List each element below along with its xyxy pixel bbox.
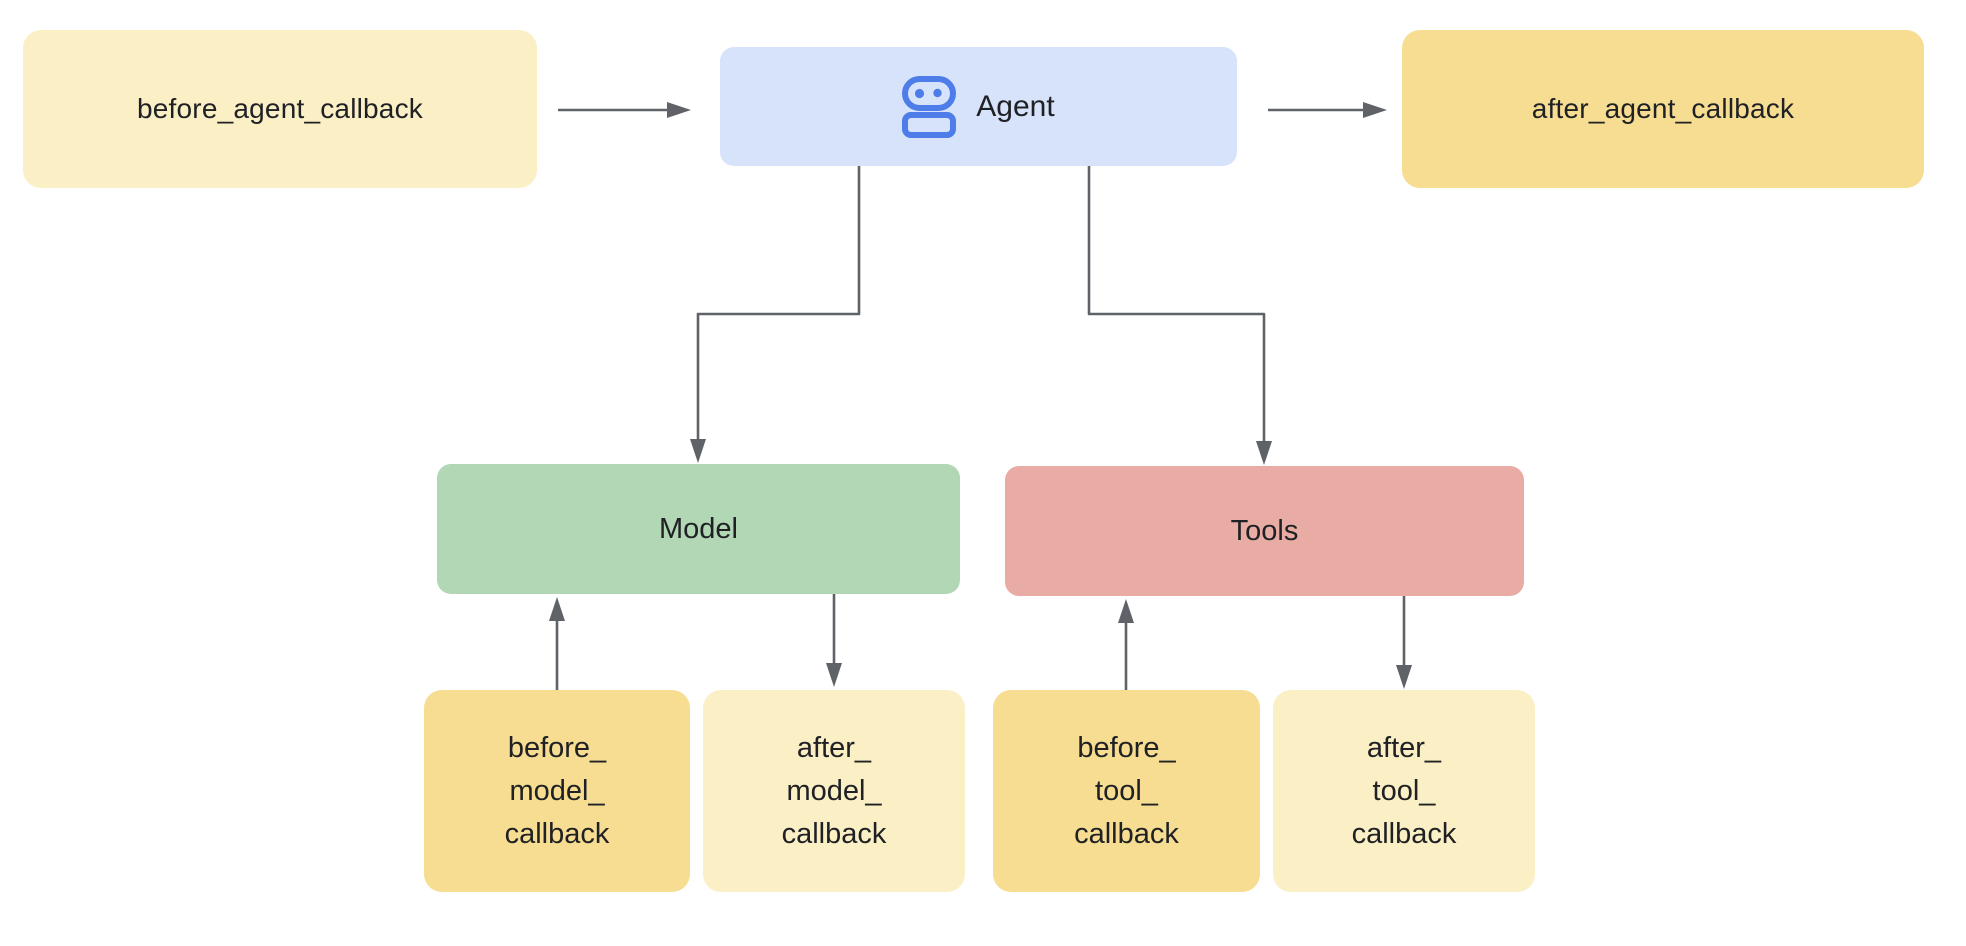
robot-icon [902,75,957,138]
node-agent: Agent [720,47,1237,166]
node-tools: Tools [1005,466,1524,596]
node-after-model-callback: after_ model_ callback [703,690,965,892]
connector-agent-to-tools [1087,166,1272,465]
before-tool-callback-label: before_ tool_ callback [1074,731,1179,850]
node-before-model-callback: before_ model_ callback [424,690,690,892]
connector-agent-to-model [690,166,861,463]
node-after-tool-callback: after_ tool_ callback [1273,690,1535,892]
node-after-agent-callback: after_agent_callback [1402,30,1924,188]
node-model: Model [437,464,960,594]
before-model-callback-label: before_ model_ callback [504,731,610,850]
before-agent-callback-label: before_agent_callback [137,93,423,124]
node-before-agent-callback: before_agent_callback [23,30,537,188]
agent-label: Agent [976,89,1055,123]
after-model-callback-label: after_ model_ callback [781,731,887,850]
node-before-tool-callback: before_ tool_ callback [993,690,1260,892]
tools-label: Tools [1230,514,1299,547]
after-agent-callback-label: after_agent_callback [1531,93,1795,124]
model-label: Model [659,512,738,545]
after-tool-callback-label: after_ tool_ callback [1351,731,1457,850]
